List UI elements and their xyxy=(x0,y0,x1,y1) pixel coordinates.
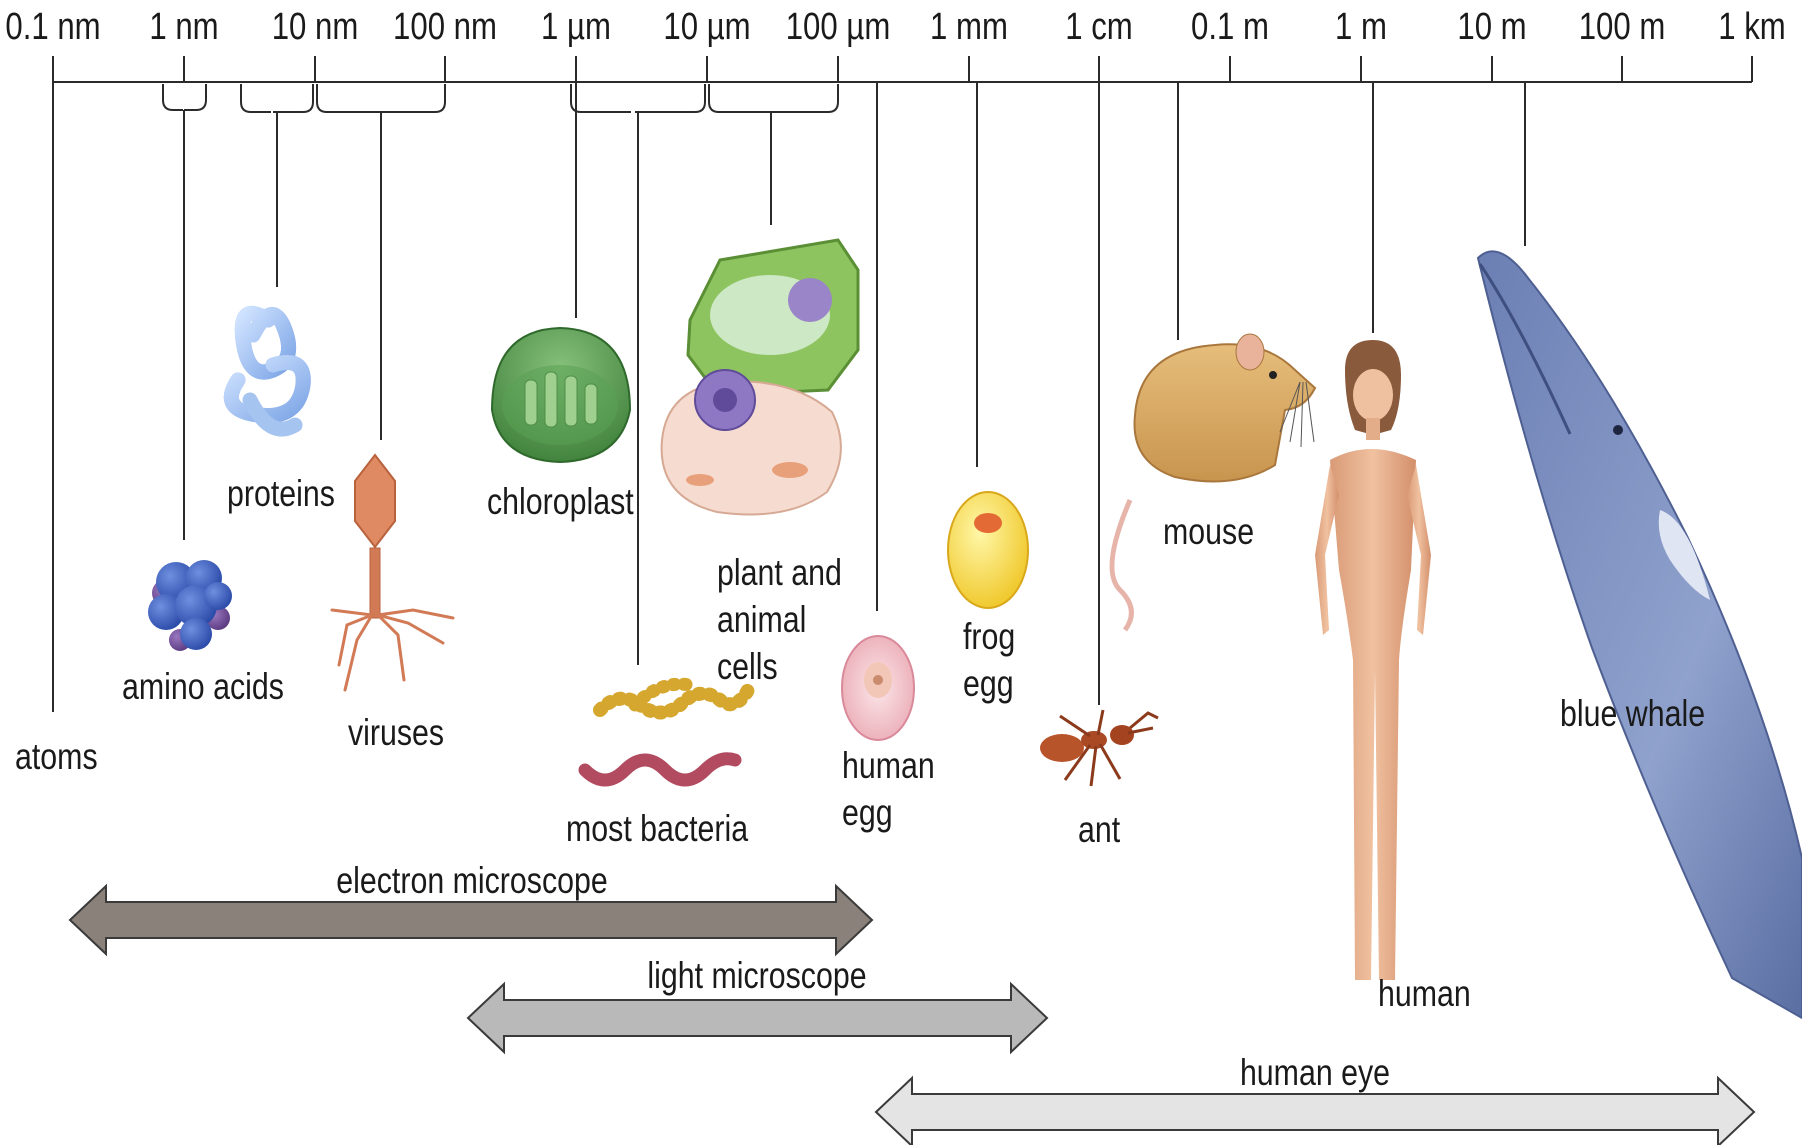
scale-tick-label: 1 m xyxy=(1335,6,1387,49)
most-bacteria-label: most bacteria xyxy=(566,805,748,852)
scale-tick-label: 0.1 nm xyxy=(5,6,100,49)
atoms-label: atoms xyxy=(15,733,98,780)
mouse-label: mouse xyxy=(1163,508,1254,555)
mouse-illustration xyxy=(1112,334,1315,630)
scale-tick-label: 100 m xyxy=(1579,6,1666,49)
scale-tick-label: 100 nm xyxy=(393,6,497,49)
cells-label-line: plant and xyxy=(717,549,842,596)
frog-egg-label-line: egg xyxy=(963,660,1015,707)
ant-illustration xyxy=(1040,710,1158,786)
cells-label-line: animal xyxy=(717,596,842,643)
scale-tick-label: 1 nm xyxy=(149,6,218,49)
scale-tick-label: 1 µm xyxy=(541,6,611,49)
protein-illustration xyxy=(231,313,303,429)
scale-axis xyxy=(53,56,1752,82)
scale-tick-label: 1 mm xyxy=(930,6,1008,49)
ant-label: ant xyxy=(1078,806,1120,853)
scale-tick-label: 1 km xyxy=(1718,6,1786,49)
frog-egg-illustration xyxy=(948,492,1028,608)
amino-acids-illustration xyxy=(148,560,232,651)
scale-tick-label: 10 m xyxy=(1457,6,1526,49)
cells-label-line: cells xyxy=(717,643,842,690)
scale-tick-label: 10 nm xyxy=(272,6,359,49)
human-egg-label: human egg xyxy=(842,742,935,836)
human-egg-illustration xyxy=(842,636,914,740)
scale-tick-label: 0.1 m xyxy=(1191,6,1269,49)
cells-label: plant and animal cells xyxy=(717,549,842,690)
light-microscope-label: light microscope xyxy=(647,955,866,997)
virus-illustration xyxy=(332,455,453,690)
frog-egg-label-line: frog xyxy=(963,613,1015,660)
electron-microscope-label: electron microscope xyxy=(336,860,607,902)
proteins-label: proteins xyxy=(227,470,335,517)
blue-whale-label: blue whale xyxy=(1560,690,1705,737)
human-eye-label: human eye xyxy=(1240,1052,1390,1094)
bacteria-illustration xyxy=(585,684,748,780)
scale-tick-label: 1 cm xyxy=(1065,6,1133,49)
frog-egg-label: frog egg xyxy=(963,613,1015,707)
human-egg-label-line: egg xyxy=(842,789,935,836)
human-illustration xyxy=(1315,340,1431,980)
scale-tick-label: 100 µm xyxy=(786,6,891,49)
cells-illustration xyxy=(662,240,858,515)
viruses-label: viruses xyxy=(348,709,444,756)
scale-tick-label: 10 µm xyxy=(663,6,750,49)
chloroplast-label: chloroplast xyxy=(487,478,634,525)
human-label: human xyxy=(1378,970,1471,1017)
chloroplast-illustration xyxy=(492,328,630,462)
human-egg-label-line: human xyxy=(842,742,935,789)
amino-acids-label: amino acids xyxy=(122,663,284,710)
blue-whale-illustration xyxy=(1478,251,1802,1018)
